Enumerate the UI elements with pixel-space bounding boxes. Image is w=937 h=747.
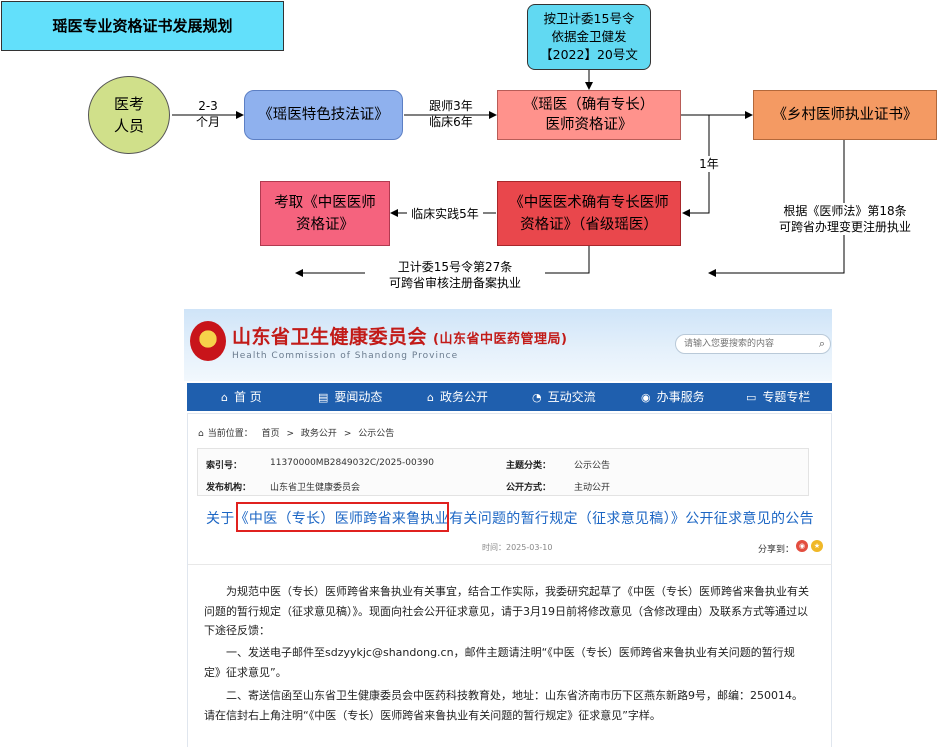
search-input[interactable] <box>684 338 812 350</box>
nav-interaction[interactable]: ◔互动交流 <box>532 390 596 404</box>
news-icon: ▤ <box>318 391 329 404</box>
yao-doctor-cert-node: 《瑶医（确有专长） 医师资格证》 <box>497 90 681 140</box>
topic-icon: ▭ <box>746 391 757 404</box>
breadcrumb-gov-open[interactable]: 政务公开 <box>300 429 337 439</box>
publish-time: 时间：2025-03-10 <box>482 543 553 552</box>
location-icon: ⌂ <box>198 429 204 439</box>
qzone-share-icon[interactable]: ★ <box>811 540 823 552</box>
rural-cert-text: 《乡村医师执业证书》 <box>772 107 918 123</box>
label-1-year: 1年 <box>694 156 724 172</box>
technique-cert-node: 《瑶医特色技法证》 <box>244 90 403 140</box>
search-box[interactable]: ⌕ <box>675 334 831 354</box>
policy-note-box: 按卫计委15号令 依据金卫健发 【2022】20号文 <box>527 4 651 70</box>
weibo-share-icon[interactable]: ◉ <box>796 540 808 552</box>
exam-people-text: 医考 人员 <box>113 95 144 135</box>
home-icon: ⌂ <box>221 391 228 404</box>
provincial-cert-text: 《中医医术确有专长医师 资格证》（省级瑶医） <box>509 194 669 233</box>
meta-publisher-key: 发布机构： <box>206 483 252 493</box>
meta-open-key: 公开方式： <box>506 483 552 493</box>
meta-index-value: 11370000MB2849032C/2025-00390 <box>270 458 434 468</box>
nav-topics[interactable]: ▭专题专栏 <box>746 390 811 404</box>
policy-note-text: 按卫计委15号令 依据金卫健发 【2022】20号文 <box>540 11 638 62</box>
arrow-yao-to-provincial <box>682 115 710 217</box>
article-paragraph-1: 为规范中医（专长）医师跨省来鲁执业有关事宜，结合工作实际，我委研究起草了《中医（… <box>204 585 809 637</box>
article-paragraph-2: 一、发送电子邮件至sdzyykjc@shandong.cn，邮件主题请注明“《中… <box>204 646 795 679</box>
diagram-title: 瑶医专业资格证书发展规划 <box>1 1 284 51</box>
technique-cert-text: 《瑶医特色技法证》 <box>258 107 389 123</box>
breadcrumb: ⌂当前位置： 首页 > 政务公开 > 公示公告 <box>198 429 395 439</box>
arrow-rural-article18 <box>708 140 845 277</box>
tcm-cert-node: 考取《中医医师 资格证》 <box>260 181 390 246</box>
article-paragraph-3: 二、寄送信函至山东省卫生健康委员会中医药科技教育处，地址：山东省济南市历下区燕东… <box>204 689 803 722</box>
article-content: ⌂当前位置： 首页 > 政务公开 > 公示公告 索引号： 11370000MB2… <box>187 413 832 747</box>
national-emblem-icon: ★ <box>190 321 226 361</box>
web-screenshot: ★ 山东省卫生健康委员会(山东省中医药管理局) Health Commissio… <box>184 309 832 747</box>
meta-topic-key: 主题分类： <box>506 461 552 471</box>
label-2-3-months: 2-3 个月 <box>195 99 220 129</box>
highlight-box <box>236 502 449 532</box>
nav-news[interactable]: ▤要闻动态 <box>318 390 383 404</box>
exam-people-node: 医考 人员 <box>88 76 170 154</box>
main-nav: ⌂首 页 ▤要闻动态 ⌂政务公开 ◔互动交流 ◉办事服务 ▭专题专栏 <box>187 383 832 411</box>
meta-topic-value: 公示公告 <box>574 461 611 471</box>
provincial-cert-node: 《中医医术确有专长医师 资格证》（省级瑶医） <box>497 181 681 246</box>
site-subtitle: Health Commission of Shandong Province <box>232 351 459 361</box>
meta-publisher-value: 山东省卫生健康委员会 <box>270 483 361 493</box>
label-article18: 根据《医师法》第18条 可跨省办理变更注册执业 <box>766 203 924 235</box>
tcm-cert-text: 考取《中医医师 资格证》 <box>274 194 376 233</box>
share-label: 分享到： <box>758 545 795 555</box>
yao-doctor-cert-text: 《瑶医（确有专长） 医师资格证》 <box>523 97 655 133</box>
label-clinical-5: 临床实践5年 <box>407 206 483 222</box>
site-title: 山东省卫生健康委员会(山东省中医药管理局) <box>232 326 568 348</box>
search-icon[interactable]: ⌕ <box>818 337 825 350</box>
breadcrumb-home[interactable]: 首页 <box>261 429 280 439</box>
label-article27: 卫计委15号令第27条 可跨省审核注册备案执业 <box>365 259 545 291</box>
nav-services[interactable]: ◉办事服务 <box>641 390 705 404</box>
nav-home[interactable]: ⌂首 页 <box>221 390 262 404</box>
rural-cert-node: 《乡村医师执业证书》 <box>753 90 937 140</box>
meta-open-value: 主动公开 <box>574 483 611 493</box>
label-apprentice: 跟师3年 临床6年 <box>429 99 473 129</box>
service-icon: ◉ <box>641 391 651 404</box>
nav-gov-open[interactable]: ⌂政务公开 <box>427 390 488 404</box>
article-title: 关于《中医（专长）医师跨省来鲁执业有关问题的暂行规定（征求意见稿）》公开征求意见… <box>206 511 814 527</box>
chat-icon: ◔ <box>532 391 542 404</box>
article-meta-table: 索引号： 11370000MB2849032C/2025-00390 主题分类：… <box>197 448 809 496</box>
diagram-title-text: 瑶医专业资格证书发展规划 <box>52 17 233 35</box>
breadcrumb-notices[interactable]: 公示公告 <box>358 429 395 439</box>
meta-index-key: 索引号： <box>206 461 243 471</box>
gov-icon: ⌂ <box>427 391 434 404</box>
site-header: ★ 山东省卫生健康委员会(山东省中医药管理局) Health Commissio… <box>184 309 832 381</box>
divider <box>188 564 832 565</box>
